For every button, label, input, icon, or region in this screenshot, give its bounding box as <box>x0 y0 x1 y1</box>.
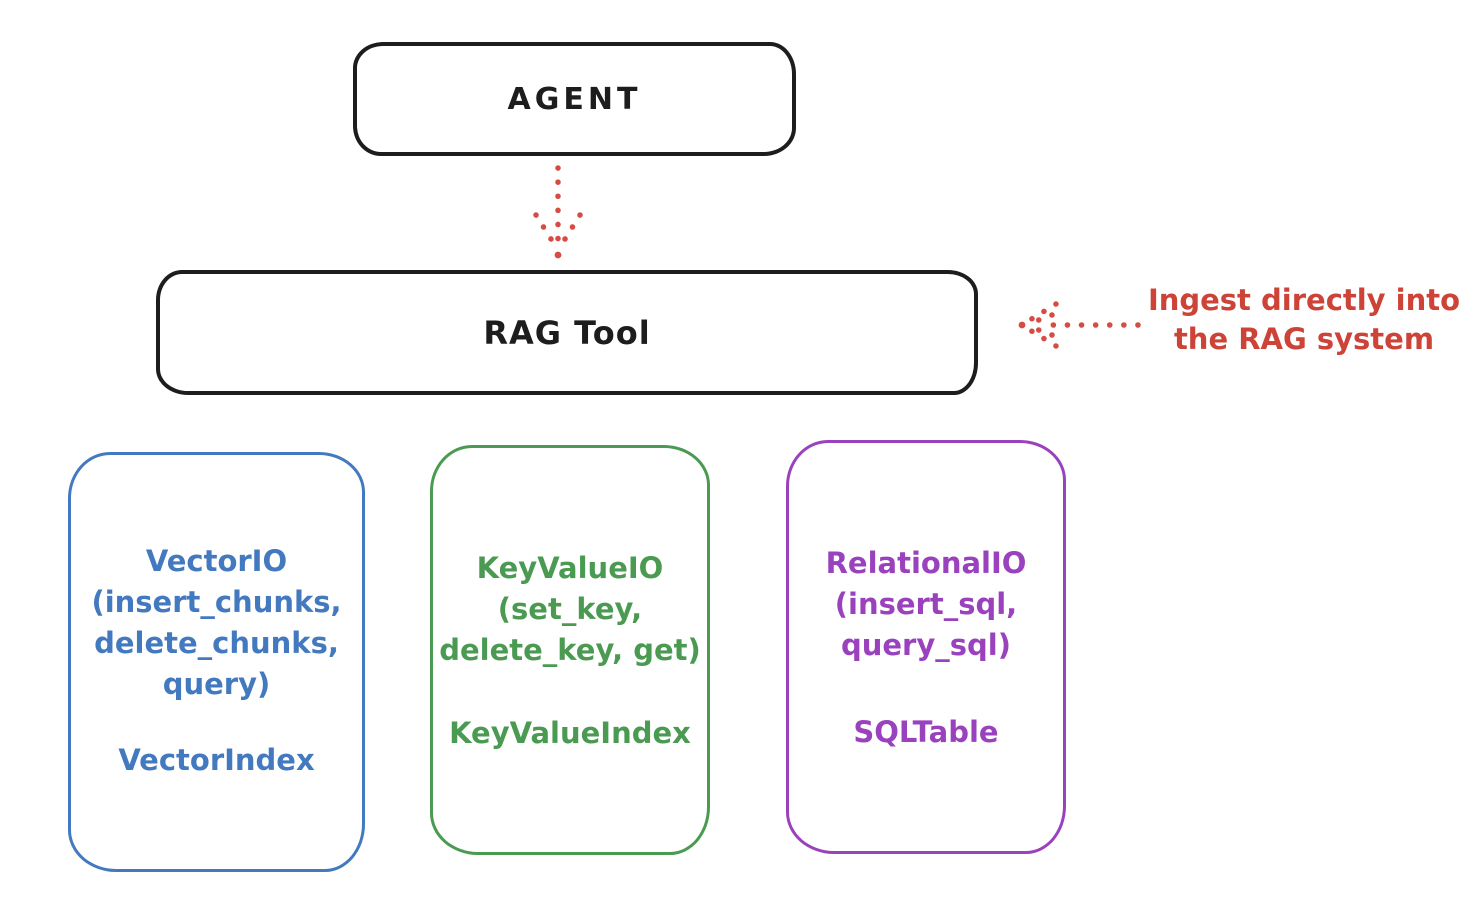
arrow-tip-dot <box>1018 321 1026 329</box>
agent-to-ragtool-arrow-icon <box>533 165 583 259</box>
backend-box-vectorio: VectorIO (insert_chunks, delete_chunks, … <box>68 452 365 872</box>
backend-box-relationalio: RelationalIO (insert_sql, query_sql) SQL… <box>786 440 1066 854</box>
agent-label: AGENT <box>507 81 642 117</box>
backend-title: RelationalIO <box>825 546 1027 580</box>
backend-index: VectorIndex <box>118 743 315 777</box>
ingest-arrow-icon <box>1018 301 1141 349</box>
backend-title: KeyValueIO <box>476 551 664 585</box>
arrow-tip-dot <box>554 251 562 259</box>
backend-methods: (insert_sql, query_sql) <box>834 587 1018 662</box>
backend-box-keyvalueio: KeyValueIO (set_key, delete_key, get) Ke… <box>430 445 710 855</box>
backend-title: VectorIO <box>145 544 288 578</box>
agent-box: AGENT <box>353 42 796 156</box>
ingest-annotation: Ingest directly into the RAG system <box>1147 283 1461 356</box>
rag-tool-label: RAG Tool <box>483 313 651 352</box>
backend-methods: (set_key, delete_key, get) <box>439 592 701 667</box>
backend-methods: (insert_chunks, delete_chunks, query) <box>91 585 342 701</box>
backend-index: KeyValueIndex <box>449 716 691 750</box>
backend-index: SQLTable <box>853 715 999 749</box>
rag-tool-box: RAG Tool <box>156 270 978 395</box>
